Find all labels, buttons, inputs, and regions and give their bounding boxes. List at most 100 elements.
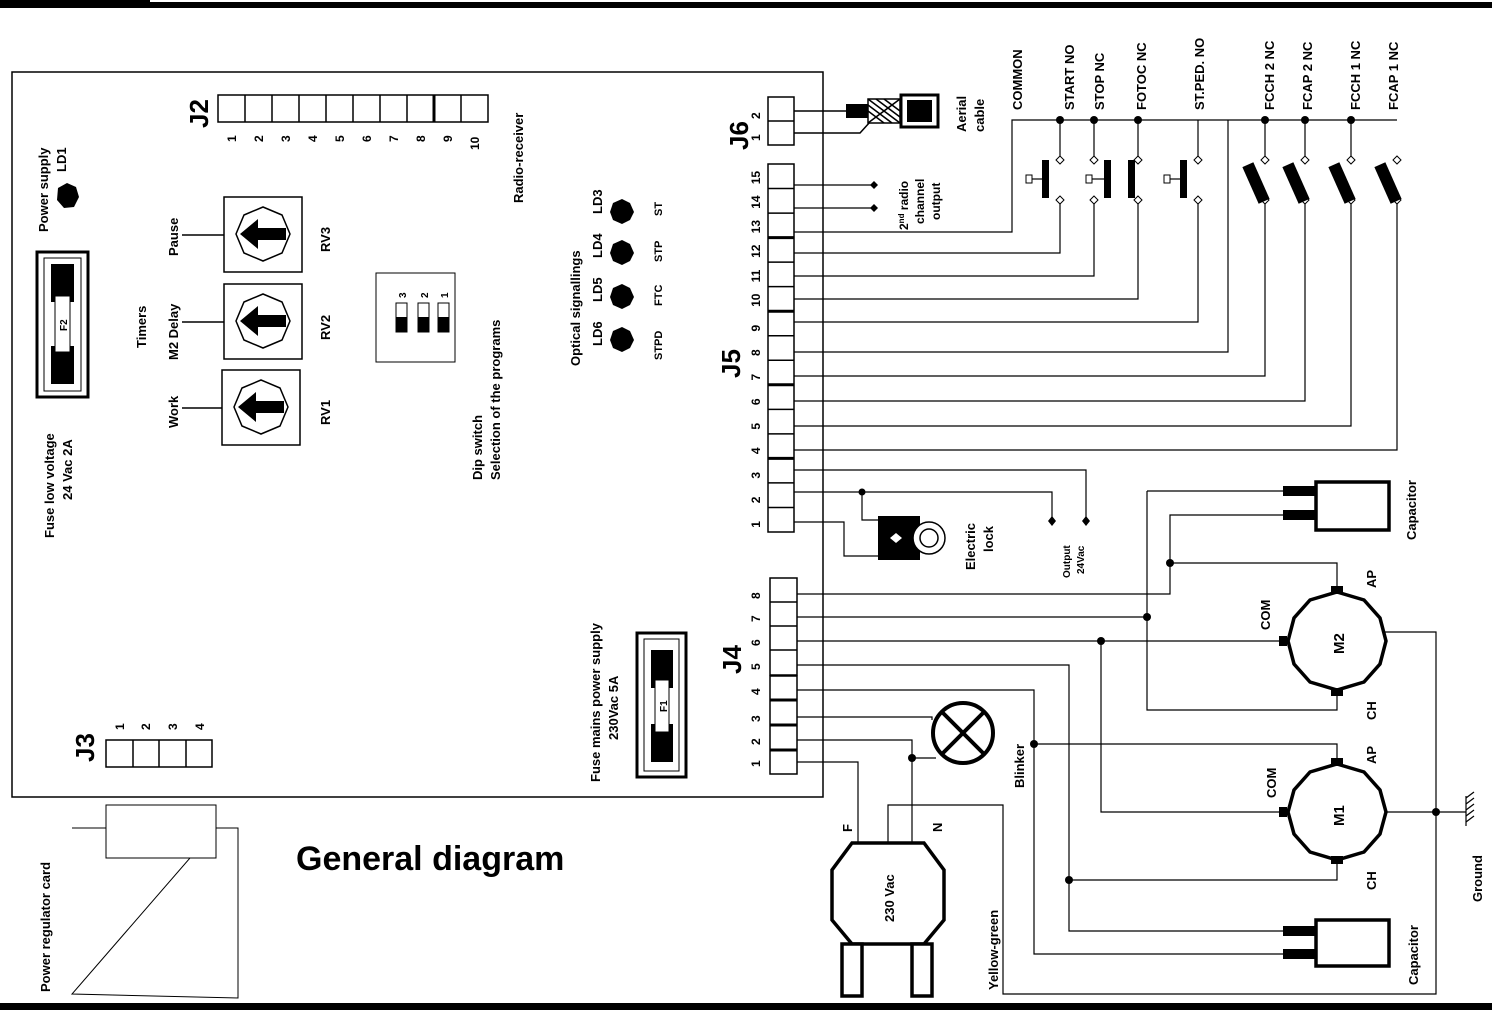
control-board-outline: [11, 71, 824, 798]
stp-signal-label: STP: [653, 241, 665, 262]
stpd-signal-label: STPD: [653, 331, 665, 360]
j4-pin-4: 4: [749, 688, 763, 695]
j4-pin-5: 5: [749, 663, 763, 670]
m1-com-label: COM: [1264, 768, 1279, 798]
stop-pushbutton: [1085, 160, 1111, 198]
m2-delay-label: M2 Delay: [166, 303, 181, 360]
aerial-label: Aerial: [954, 96, 969, 132]
j5-pin-8: 8: [749, 349, 763, 356]
rv3-label: RV3: [318, 227, 333, 252]
svg-text:F1: F1: [659, 700, 670, 712]
j5-connector: [767, 163, 795, 533]
start-pushbutton: [1025, 160, 1049, 198]
j2-pin-10: 10: [468, 136, 482, 150]
ground-label: Ground: [1470, 855, 1485, 902]
capacitor-bottom-label: Capacitor: [1406, 925, 1421, 985]
ld1-led: [57, 183, 79, 208]
j2-connector: [217, 94, 489, 123]
m1-ap-label: AP: [1364, 746, 1379, 764]
dip-switch-description: Selection of the programs: [488, 320, 503, 480]
power-regulator-label: Power regulator card: [38, 862, 53, 992]
top-left-bar: [0, 0, 150, 8]
j3-connector: [105, 739, 213, 768]
optical-signallings-label: Optical signallings: [568, 250, 583, 366]
j4-pin-2: 2: [749, 738, 763, 745]
st-ped-pushbutton: [1163, 160, 1187, 198]
ld6-led: [610, 327, 634, 352]
j5-pin-12: 12: [749, 244, 763, 258]
lock-wiring: [794, 469, 1087, 557]
j2-pin-2: 2: [252, 135, 266, 142]
phase-label: F: [840, 824, 855, 832]
capacitor-bottom: [1283, 918, 1391, 968]
ld4-led: [610, 240, 634, 265]
fuse-low-voltage-rating: 24 Vac 2A: [60, 439, 75, 500]
m1-label: M1: [1331, 805, 1348, 826]
fcch1-limit-switch: [1328, 162, 1356, 204]
common-junctions: [1056, 116, 1355, 124]
dip-switch-label: Dip switch: [470, 415, 485, 480]
j4-pin-1: 1: [749, 760, 763, 767]
svg-text:2: 2: [749, 112, 763, 119]
j4-pin-3: 3: [749, 715, 763, 722]
ld5-label: LD5: [590, 277, 605, 302]
j5-pin-9: 9: [749, 324, 763, 331]
svg-text:F2: F2: [59, 319, 70, 331]
rv3-trimmer[interactable]: [223, 196, 303, 273]
j2-pin-5: 5: [333, 135, 347, 142]
j2-pin-4: 4: [306, 135, 320, 142]
j5-pin-10: 10: [749, 293, 763, 307]
svg-text:4: 4: [193, 723, 207, 730]
power-regulator-card: [70, 804, 239, 999]
bottom-bar: [0, 1003, 1492, 1010]
fuse-mains-label: Fuse mains power supply: [588, 622, 603, 782]
fuse-low-voltage-label: Fuse low voltage: [42, 433, 57, 538]
st-ped-no-label: ST.PED. NO: [1192, 38, 1207, 110]
motor-wiring: [797, 490, 1466, 995]
j4-pin-7: 7: [749, 615, 763, 622]
wire-junctions: [908, 559, 1440, 884]
yellow-green-label: Yellow-green: [986, 910, 1001, 990]
m2-ap-label: AP: [1364, 570, 1379, 588]
top-bar: [150, 2, 1492, 8]
fcch1-nc-label: FCCH 1 NC: [1348, 40, 1363, 110]
rv1-trimmer[interactable]: [221, 369, 301, 446]
fuse-f2: F2: [35, 250, 90, 399]
fotoc-nc-label: FOTOC NC: [1134, 42, 1149, 110]
svg-text:1: 1: [113, 723, 127, 730]
j2-pin-7: 7: [387, 135, 401, 142]
stop-nc-label: STOP NC: [1092, 52, 1107, 110]
neutral-label: N: [930, 823, 945, 832]
rv2-label: RV2: [318, 315, 333, 340]
common-label: COMMON: [1010, 49, 1025, 110]
j5-pin-7: 7: [749, 374, 763, 381]
svg-text:2: 2: [420, 292, 431, 298]
j6-connector: [767, 96, 795, 146]
ld1-label: LD1: [54, 147, 69, 172]
m2-com-label: COM: [1258, 600, 1273, 630]
ld5-led: [610, 284, 634, 309]
motor-m2: M2: [1279, 586, 1388, 696]
j2-pin-8: 8: [414, 135, 428, 142]
j5-pin-11: 11: [749, 269, 763, 282]
blinker-lamp: [931, 701, 995, 765]
rv2-trimmer[interactable]: [223, 283, 303, 360]
ftc-signal-label: FTC: [653, 285, 665, 306]
j5-pin-2: 2: [749, 496, 763, 503]
j4-label: J4: [717, 645, 747, 674]
dip-switch[interactable]: [375, 272, 456, 363]
svg-text:3: 3: [166, 723, 180, 730]
ld6-label: LD6: [590, 321, 605, 346]
fuse-mains-rating: 230Vac 5A: [606, 675, 621, 740]
aerial-cable: [794, 93, 940, 134]
j2-label: J2: [184, 99, 214, 128]
ld3-label: LD3: [590, 189, 605, 214]
fuse-f1: F1: [635, 631, 688, 779]
diagram-title: General diagram: [296, 840, 564, 878]
j5-pin-3: 3: [749, 472, 763, 479]
j2-pin-1: 1: [225, 135, 239, 142]
st-signal-label: ST: [653, 202, 665, 216]
